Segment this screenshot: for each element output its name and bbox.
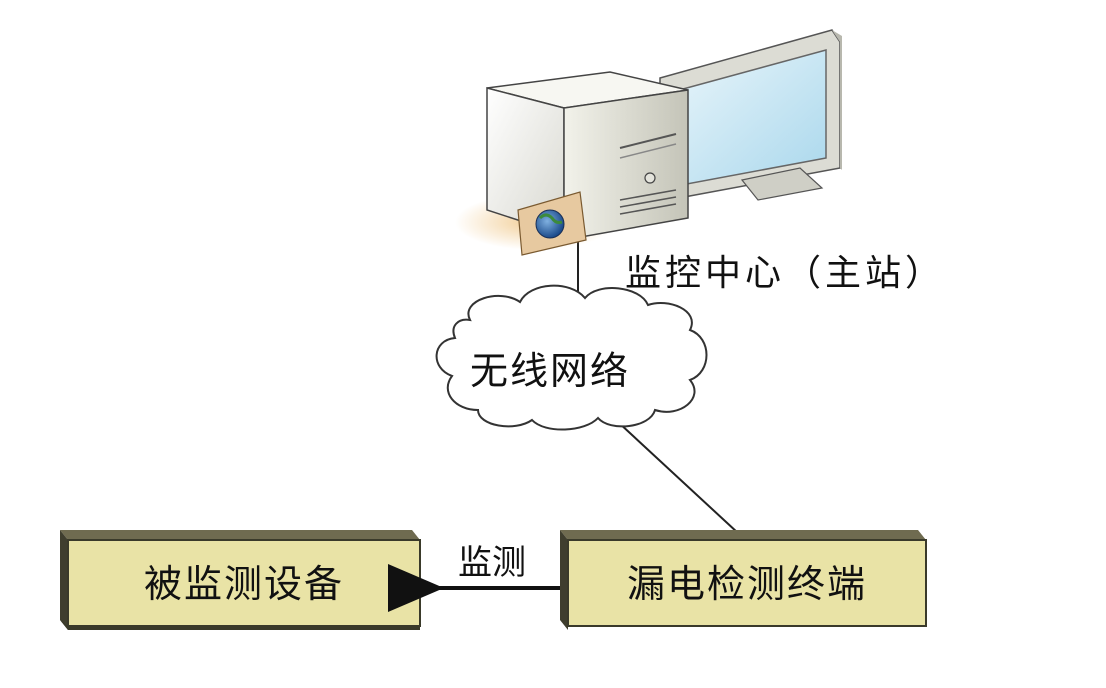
monitor-arrow-label: 监测 bbox=[458, 543, 526, 583]
network-terminal-link bbox=[605, 410, 738, 533]
wireless-network-label: 无线网络 bbox=[470, 349, 630, 393]
monitoring-center-label: 监控中心（主站） bbox=[625, 253, 945, 294]
monitored-device-label: 被监测设备 bbox=[144, 562, 344, 606]
tower-case-icon bbox=[487, 72, 688, 240]
leak-terminal-label: 漏电检测终端 bbox=[627, 562, 867, 606]
desktop-computer-icon bbox=[455, 30, 842, 255]
